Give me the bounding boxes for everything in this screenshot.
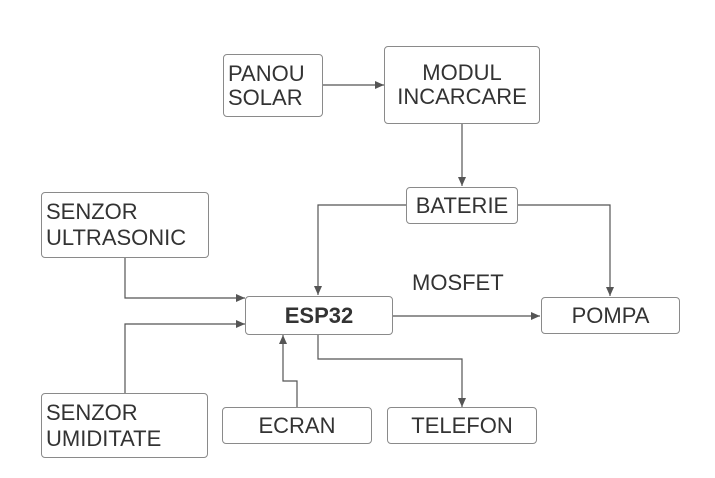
node-panou-solar-line-1: PANOU bbox=[228, 60, 305, 86]
arrow-ultrasonic-to-esp32 bbox=[124, 258, 245, 302]
node-pompa: POMPA bbox=[541, 297, 680, 334]
node-pompa-label: POMPA bbox=[571, 302, 650, 328]
node-baterie-label: BATERIE bbox=[415, 192, 509, 218]
arrow-ecran-to-esp32 bbox=[279, 335, 298, 407]
node-modul-incarcare: MODUL INCARCARE bbox=[384, 46, 540, 124]
arrow-baterie-to-pompa bbox=[518, 204, 614, 296]
node-senzor-umiditate-line-1: SENZOR bbox=[46, 399, 138, 425]
node-senzor-umiditate: SENZOR UMIDITATE bbox=[41, 393, 208, 458]
node-senzor-umiditate-line-2: UMIDITATE bbox=[46, 425, 162, 451]
arrow-esp32-to-telefon bbox=[317, 335, 466, 407]
arrow-umiditate-to-esp32 bbox=[124, 320, 245, 393]
node-modul-incarcare-line-1: MODUL bbox=[422, 60, 502, 85]
node-modul-incarcare-line-2: INCARCARE bbox=[397, 84, 527, 109]
node-ecran-label: ECRAN bbox=[258, 412, 336, 438]
node-senzor-ultrasonic-line-1: SENZOR bbox=[46, 199, 138, 224]
node-senzor-ultrasonic-line-2: ULTRASONIC bbox=[46, 225, 187, 250]
node-esp32-label: ESP32 bbox=[284, 302, 354, 328]
node-senzor-ultrasonic: SENZOR ULTRASONIC bbox=[41, 192, 209, 258]
node-panou-solar-line-2: SOLAR bbox=[228, 84, 303, 110]
node-esp32: ESP32 bbox=[245, 296, 393, 335]
node-telefon-label: TELEFON bbox=[411, 412, 513, 438]
node-ecran: ECRAN bbox=[222, 407, 372, 444]
node-telefon: TELEFON bbox=[387, 407, 537, 444]
edge-label-mosfet: MOSFET bbox=[412, 270, 504, 295]
node-baterie: BATERIE bbox=[406, 187, 518, 224]
node-panou-solar: PANOU SOLAR bbox=[223, 54, 323, 117]
arrow-baterie-to-esp32 bbox=[314, 204, 406, 295]
